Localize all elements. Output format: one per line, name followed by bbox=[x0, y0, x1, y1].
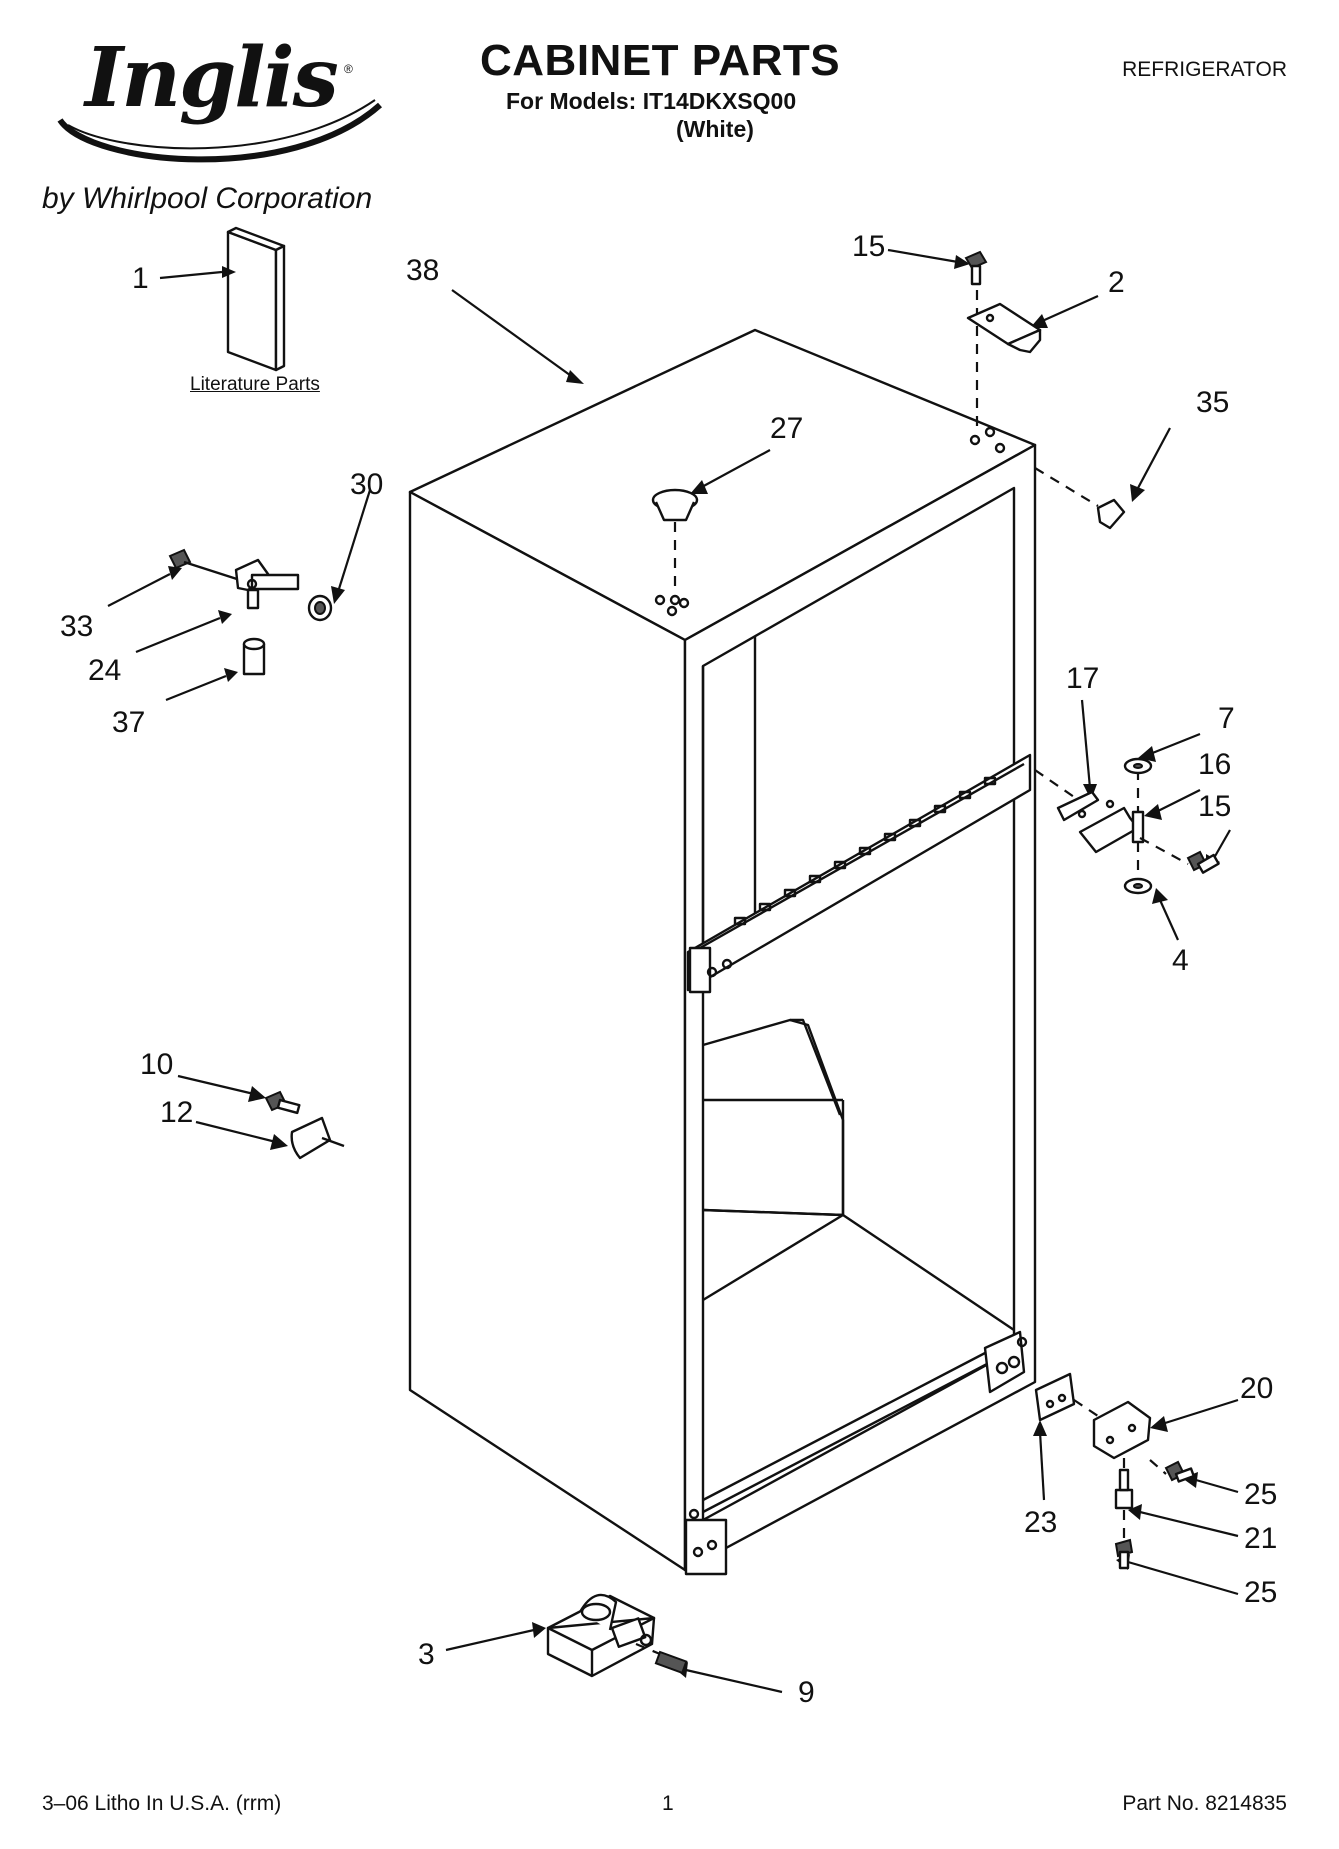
callout-25-lower: 25 bbox=[1244, 1576, 1278, 1609]
literature-booklet bbox=[159, 226, 286, 372]
cabinet-shell bbox=[408, 328, 1037, 1576]
callout-3: 3 bbox=[418, 1638, 435, 1671]
callout-10: 10 bbox=[140, 1048, 174, 1081]
callout-2: 2 bbox=[1108, 266, 1125, 299]
top-hinge-bracket bbox=[966, 302, 1042, 354]
callout-25-upper: 25 bbox=[1244, 1478, 1278, 1511]
callout-21: 21 bbox=[1244, 1522, 1278, 1555]
callout-35: 35 bbox=[1196, 386, 1230, 419]
product-category: REFRIGERATOR bbox=[1122, 58, 1287, 81]
top-hinge-screw bbox=[964, 250, 988, 286]
page-title: CABINET PARTS bbox=[480, 36, 841, 85]
callout-7: 7 bbox=[1218, 702, 1235, 735]
print-info: 3–06 Litho In U.S.A. (rrm) bbox=[42, 1792, 282, 1815]
leveling-roller-assembly bbox=[546, 1593, 688, 1678]
callout-17: 17 bbox=[1066, 662, 1100, 695]
callout-38: 38 bbox=[406, 254, 440, 287]
center-hinge-assembly bbox=[1056, 757, 1220, 895]
callout-27: 27 bbox=[770, 412, 804, 445]
callout-9: 9 bbox=[798, 1676, 815, 1709]
part-number: Part No. 8214835 bbox=[1122, 1792, 1287, 1815]
brand-logo-text: Inglis bbox=[85, 30, 339, 126]
callout-12: 12 bbox=[160, 1096, 194, 1129]
callout-30: 30 bbox=[350, 468, 384, 501]
callout-23: 23 bbox=[1024, 1506, 1058, 1539]
page-number: 1 bbox=[662, 1792, 674, 1815]
hinge-cap bbox=[1096, 498, 1126, 530]
callout-37: 37 bbox=[112, 706, 146, 739]
door-stop-screw-and-clip bbox=[264, 1090, 345, 1160]
callout-15-right: 15 bbox=[1198, 790, 1232, 823]
callout-1: 1 bbox=[132, 262, 149, 295]
callout-33: 33 bbox=[60, 610, 94, 643]
callout-15-top: 15 bbox=[852, 230, 886, 263]
models-line: For Models: IT14DKXSQ00 bbox=[506, 88, 797, 114]
callout-20: 20 bbox=[1240, 1372, 1274, 1405]
callout-4: 4 bbox=[1172, 944, 1189, 977]
brand-byline: by Whirlpool Corporation bbox=[42, 182, 373, 215]
callout-leaders bbox=[107, 248, 1239, 1694]
left-hinge-assembly bbox=[168, 548, 333, 676]
registered-mark: ® bbox=[344, 62, 353, 76]
callout-16: 16 bbox=[1198, 748, 1232, 781]
hole-plug-button bbox=[651, 488, 699, 522]
model-variant: (White) bbox=[676, 116, 754, 142]
literature-parts-label: Literature Parts bbox=[190, 374, 320, 395]
inglis-logo bbox=[57, 99, 382, 163]
callout-24: 24 bbox=[88, 654, 122, 687]
bottom-hinge-assembly bbox=[1034, 1372, 1195, 1570]
